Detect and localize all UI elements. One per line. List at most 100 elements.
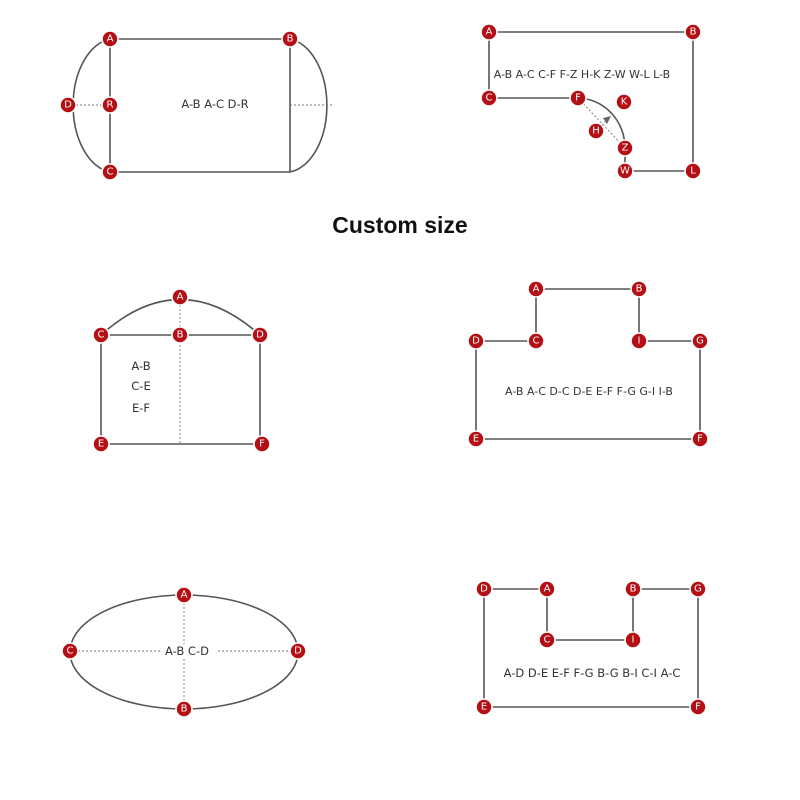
point-marker: D — [467, 332, 485, 350]
shape-u: A-D D-E E-F F-G B-G B-I C-I A-C D A B G … — [475, 580, 707, 716]
svg-text:B: B — [287, 34, 294, 45]
shape-measurements: A-B A-C C-F F-Z H-K Z-W W-L L-B — [494, 68, 670, 81]
point-marker: B — [624, 580, 642, 598]
shape-measurement: C-E — [131, 379, 150, 393]
svg-text:E: E — [481, 702, 487, 713]
point-marker: A — [175, 586, 193, 604]
svg-text:C: C — [533, 336, 540, 347]
svg-text:D: D — [294, 646, 302, 657]
shape-measurement: A-B — [131, 359, 150, 373]
point-marker: E — [467, 430, 485, 448]
point-marker: R — [101, 96, 119, 114]
svg-text:K: K — [621, 97, 628, 108]
point-marker: A — [171, 288, 189, 306]
point-marker: F — [689, 698, 707, 716]
svg-text:R: R — [107, 100, 114, 111]
svg-text:C: C — [67, 646, 74, 657]
svg-text:G: G — [696, 336, 704, 347]
point-marker: B — [281, 30, 299, 48]
point-marker: B — [175, 700, 193, 718]
svg-text:B: B — [630, 584, 637, 595]
point-marker: E — [92, 435, 110, 453]
svg-text:I: I — [632, 635, 635, 646]
svg-text:B: B — [690, 27, 697, 38]
point-marker: D — [251, 326, 269, 344]
svg-text:I: I — [638, 336, 641, 347]
point-marker: F — [691, 430, 709, 448]
arrow-icon — [603, 116, 611, 124]
shape-measurement: E-F — [132, 401, 150, 415]
svg-text:D: D — [480, 584, 488, 595]
shape-measurements: A-B A-C D-C D-E E-F F-G G-I I-B — [505, 385, 673, 398]
svg-text:C: C — [544, 635, 551, 646]
shape-arched-top: A-B C-E E-F A C B D E F — [92, 288, 271, 453]
point-marker: G — [689, 580, 707, 598]
rounded-ends-right-arc — [289, 38, 328, 173]
point-marker: B — [684, 23, 702, 41]
svg-text:H: H — [592, 126, 600, 137]
svg-text:F: F — [259, 439, 265, 450]
point-marker: A — [101, 30, 119, 48]
l-curved-h-k-line — [595, 119, 608, 132]
t-shape-outline — [475, 288, 701, 440]
svg-text:C: C — [486, 93, 493, 104]
point-marker: C — [538, 631, 556, 649]
svg-text:B: B — [177, 330, 184, 341]
svg-text:W: W — [620, 166, 630, 177]
point-marker: K — [615, 93, 633, 111]
point-marker: W — [616, 162, 634, 180]
shape-rounded-ends: A-B A-C D-R A B R D C — [59, 30, 332, 181]
point-marker: D — [59, 96, 77, 114]
svg-text:E: E — [98, 439, 104, 450]
svg-text:C: C — [107, 167, 114, 178]
svg-text:B: B — [181, 704, 188, 715]
point-marker: C — [527, 332, 545, 350]
point-marker: I — [630, 332, 648, 350]
svg-text:F: F — [697, 434, 703, 445]
shape-measurements: A-D D-E E-F F-G B-G B-I C-I A-C — [504, 666, 681, 680]
svg-text:B: B — [636, 284, 643, 295]
point-marker: L — [684, 162, 702, 180]
svg-text:A: A — [181, 590, 188, 601]
point-marker: F — [253, 435, 271, 453]
point-marker: C — [480, 89, 498, 107]
point-marker: A — [538, 580, 556, 598]
page-title: Custom size — [332, 212, 467, 238]
shape-measurements: A-B A-C D-R — [181, 97, 248, 111]
point-marker: G — [691, 332, 709, 350]
oval-label-bg — [160, 644, 216, 658]
point-marker: B — [171, 326, 189, 344]
svg-text:G: G — [694, 584, 702, 595]
svg-text:F: F — [575, 93, 581, 104]
shape-oval: A-B C-D A C D B — [61, 586, 307, 718]
point-marker: D — [289, 642, 307, 660]
point-marker: H — [587, 122, 605, 140]
point-marker: A — [527, 280, 545, 298]
u-shape-outline — [483, 588, 699, 708]
svg-text:A: A — [533, 284, 540, 295]
point-marker: C — [92, 326, 110, 344]
svg-text:D: D — [472, 336, 480, 347]
svg-text:D: D — [64, 100, 72, 111]
shape-measurements: A-B C-D — [165, 644, 209, 658]
point-marker: A — [480, 23, 498, 41]
svg-text:L: L — [690, 166, 696, 177]
svg-text:A: A — [544, 584, 551, 595]
point-marker: E — [475, 698, 493, 716]
point-marker: C — [61, 642, 79, 660]
point-marker: Z — [616, 139, 634, 157]
point-marker: C — [101, 163, 119, 181]
svg-text:Z: Z — [622, 143, 629, 154]
svg-text:A: A — [107, 34, 114, 45]
point-marker: B — [630, 280, 648, 298]
svg-text:D: D — [256, 330, 264, 341]
svg-text:F: F — [695, 702, 701, 713]
svg-text:A: A — [486, 27, 493, 38]
point-marker: D — [475, 580, 493, 598]
svg-text:A: A — [177, 292, 184, 303]
l-curved-outline — [488, 31, 694, 172]
shape-l-curved: A-B A-C C-F F-Z H-K Z-W W-L L-B A B C F … — [480, 23, 702, 180]
svg-text:E: E — [473, 434, 479, 445]
arched-top-rect — [100, 334, 261, 445]
